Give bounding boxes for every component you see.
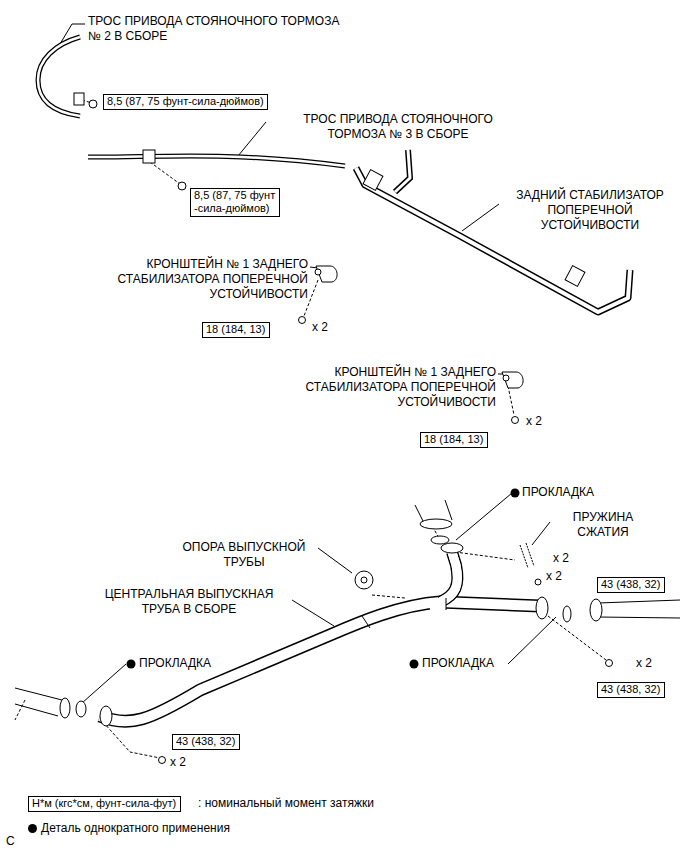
torque-value-box: 43 (438, 32) (597, 577, 665, 593)
quantity-mark: x 2 (553, 551, 583, 566)
part-name: ПРОКЛАДКА (522, 485, 642, 500)
torque-value-box: 8,5 (87, 75 фунт -сила-дюймов) (190, 188, 280, 217)
single-use-dot (28, 824, 37, 833)
torque-value: 18 (184, 13) (424, 433, 484, 446)
legend-text: Деталь однократного применения (41, 821, 230, 835)
torque-value-box: 43 (438, 32) (172, 734, 240, 750)
quantity-mark: x 2 (312, 320, 342, 335)
quantity-mark: x 2 (526, 414, 556, 429)
part-name: ТРОС ПРИВОДА СТОЯНОЧНОГО ТОРМОЗА № 2 В С… (88, 14, 388, 44)
torque-value-box: 43 (438, 32) (597, 682, 665, 698)
torque-value: 43 (438, 32) (601, 683, 661, 696)
part-name: ТРОС ПРИВОДА СТОЯНОЧНОГО ТОРМОЗА № 3 В С… (268, 112, 528, 142)
torque-value-box: 8,5 (87, 75 фунт-сила-дюймов) (103, 94, 268, 110)
single-use-dots (127, 489, 520, 669)
part-name: КРОНШТЕЙН № 1 ЗАДНЕГО СТАБИЛИЗАТОРА ПОПЕ… (78, 257, 308, 302)
center-exhaust-pipe (15, 500, 680, 764)
torque-value: 18 (184, 13) (206, 323, 266, 336)
parking-brake-cable-2 (38, 37, 97, 116)
part-name: ПРОКЛАДКА (422, 656, 542, 671)
quantity-mark: x 2 (170, 755, 200, 770)
part-name: КРОНШТЕЙН № 1 ЗАДНЕГО СТАБИЛИЗАТОРА ПОПЕ… (266, 365, 496, 410)
quantity-mark: C (6, 834, 26, 849)
torque-value: 8,5 (87, 75 фунт-сила-дюймов) (107, 95, 264, 108)
torque-value: 43 (438, 32) (601, 578, 661, 591)
torque-value-box: 18 (184, 13) (202, 322, 270, 338)
torque-value-box: Н*м (кгс*см, фунт-сила-фут) (28, 796, 181, 812)
part-name: : номинальный момент затяжки (198, 796, 418, 811)
torque-value: 8,5 (87, 75 фунт -сила-дюймов) (194, 189, 276, 215)
torque-value: 43 (438, 32) (176, 735, 236, 748)
parking-brake-cable-3 (88, 150, 345, 190)
part-name: ПРУЖИНА СЖАТИЯ (553, 510, 653, 540)
quantity-mark: x 2 (636, 656, 666, 671)
quantity-mark: x 2 (546, 569, 576, 584)
part-name: ЦЕНТРАЛЬНАЯ ВЫПУСКНАЯ ТРУБА В СБОРЕ (86, 587, 292, 617)
torque-value-box: 18 (184, 13) (420, 432, 488, 448)
part-name: ПРОКЛАДКА (139, 656, 259, 671)
part-name: ЗАДНИЙ СТАБИЛИЗАТОР ПОПЕРЕЧНОЙ УСТОЙЧИВО… (500, 188, 680, 233)
part-name: ОПОРА ВЫПУСКНОЙ ТРУБЫ (170, 540, 318, 570)
torque-value: Н*м (кгс*см, фунт-сила-фут) (32, 797, 177, 810)
legend-item: Деталь однократного применения (28, 821, 230, 836)
